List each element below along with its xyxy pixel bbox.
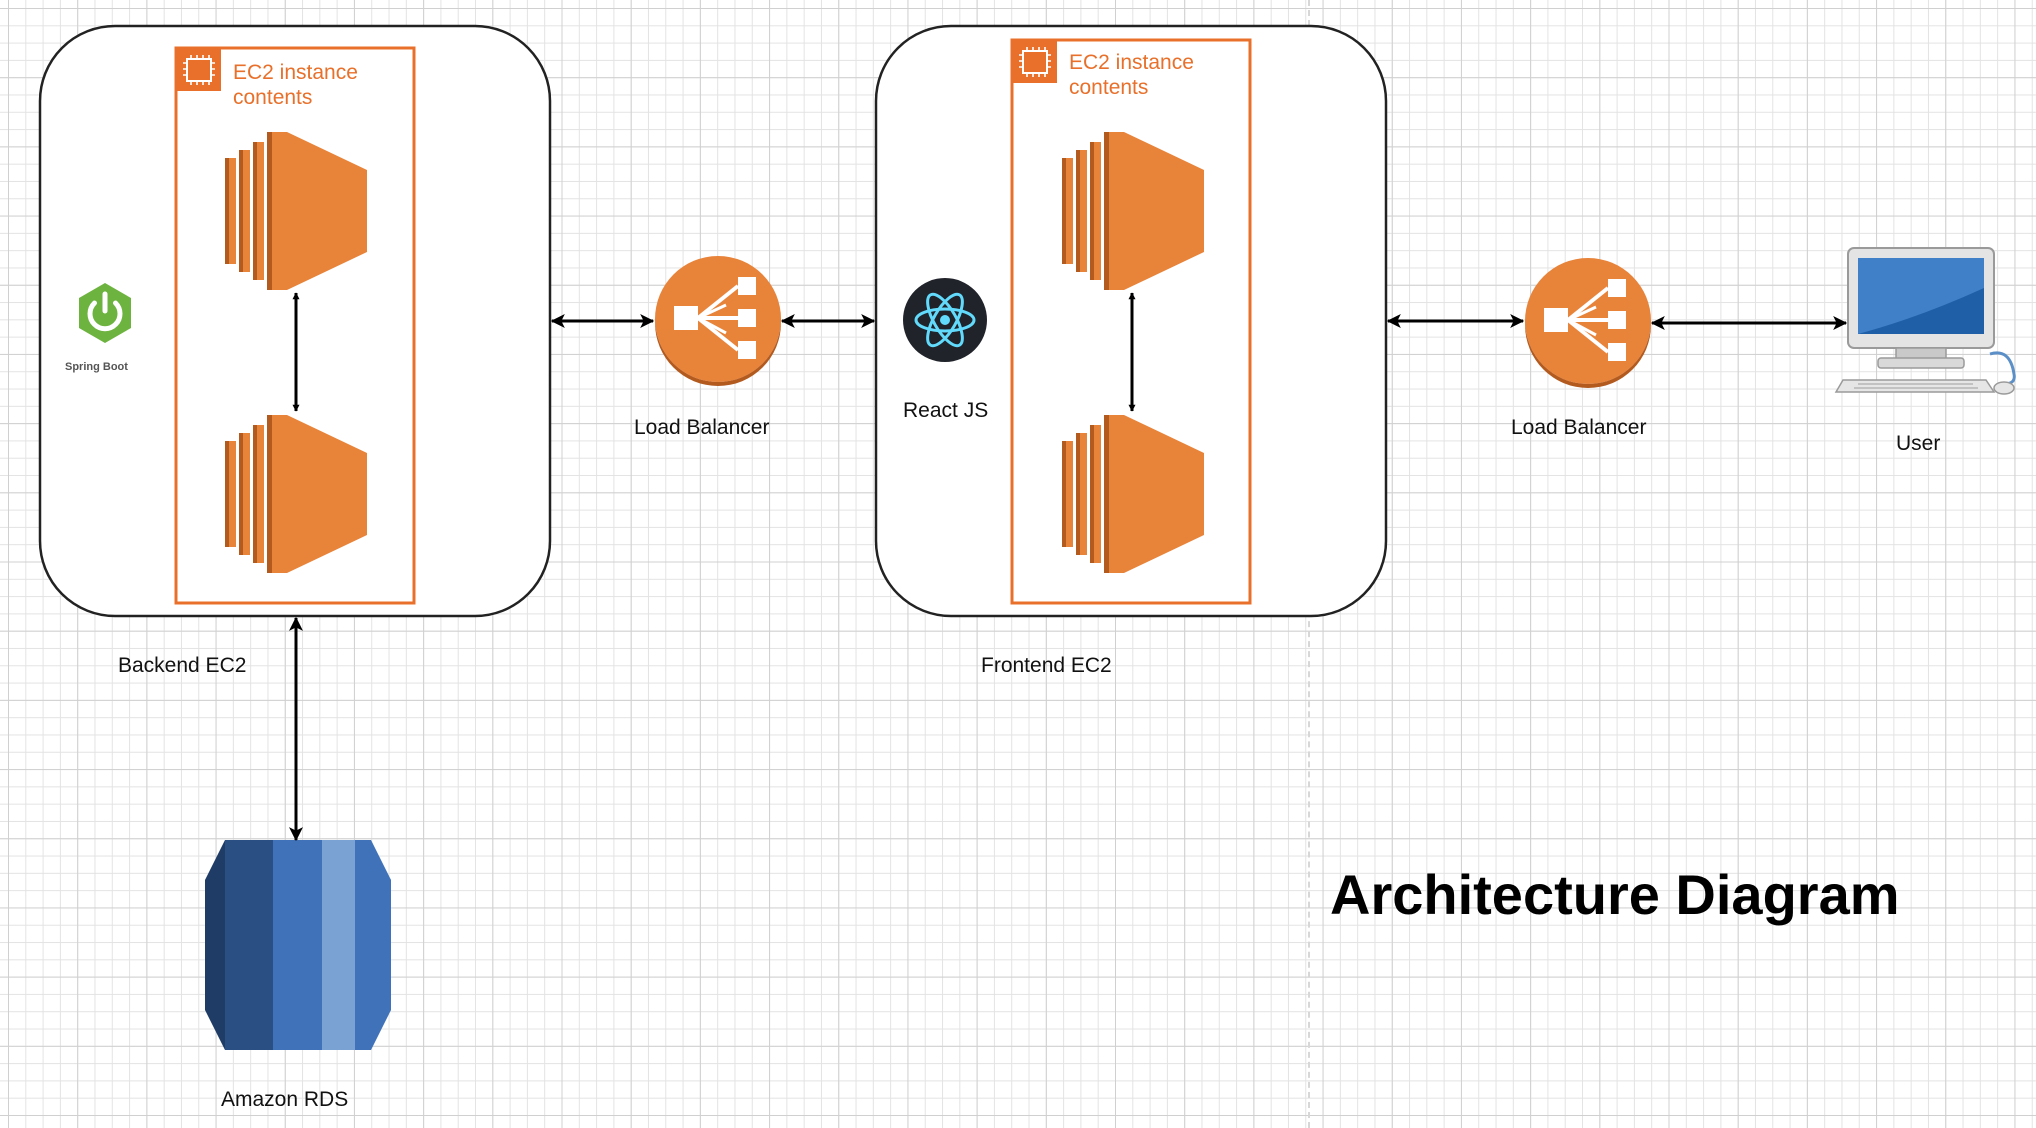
diagram-title: Architecture Diagram: [1330, 863, 1900, 926]
backend-caption-line1: EC2 instance: [233, 61, 358, 84]
computer-icon[interactable]: [1834, 247, 2016, 395]
frontend-instance-container[interactable]: [1010, 38, 1252, 605]
frontend-caption-line2: contents: [1069, 76, 1149, 99]
load-balancer-icon-2[interactable]: [1523, 256, 1653, 390]
frontend-instance-caption: EC2 instance contents: [1069, 50, 1194, 100]
rds-database-icon[interactable]: [205, 840, 391, 1050]
react-js-label: React JS: [903, 399, 989, 422]
frontend-ec2-label: Frontend EC2: [981, 654, 1112, 677]
frontend-caption-line1: EC2 instance: [1069, 51, 1194, 74]
load-balancer-label-2: Load Balancer: [1511, 416, 1647, 439]
backend-chip-icon: [176, 48, 222, 92]
backend-caption-line2: contents: [233, 86, 313, 109]
amazon-rds-label: Amazon RDS: [221, 1088, 349, 1111]
backend-instance-caption: EC2 instance contents: [233, 60, 358, 110]
load-balancer-icon-1[interactable]: [653, 254, 783, 388]
user-label: User: [1896, 432, 1941, 455]
spring-boot-label: Spring Boot: [65, 361, 128, 373]
load-balancer-label-1: Load Balancer: [634, 416, 770, 439]
spring-boot-icon: [79, 283, 131, 343]
backend-instance-container[interactable]: [174, 46, 416, 605]
react-icon: [903, 278, 987, 362]
frontend-chip-icon: [1012, 40, 1058, 84]
backend-ec2-label: Backend EC2: [118, 654, 247, 677]
